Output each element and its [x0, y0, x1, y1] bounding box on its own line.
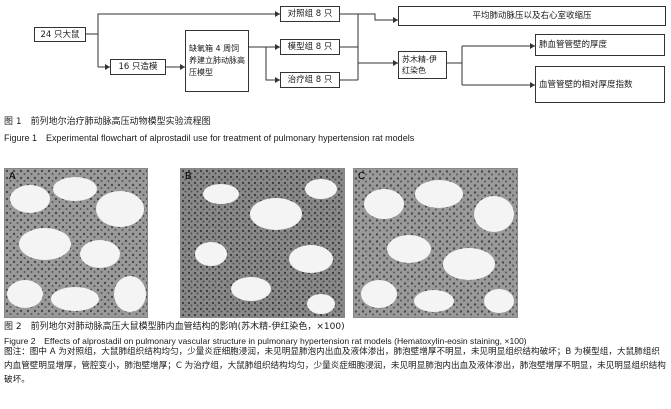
micrograph-a: A [4, 168, 148, 318]
figure2-caption-en: Figure 2 Effects of alprostadil on pulmo… [4, 336, 527, 346]
wall-thickness-box: 肺血管管壁的厚度 [535, 34, 665, 56]
figure1-caption-en: Figure 1 Experimental flowchart of alpro… [4, 133, 415, 143]
treatment-group-box: 治疗组 8 只 [280, 72, 340, 88]
model-induction-box: 16 只造模 [110, 59, 166, 75]
rats-box: 24 只大鼠 [34, 27, 86, 42]
flowchart-connectors [68, 11, 535, 88]
hypoxia-box: 缺氧箱 4 周饲养建立肺动脉高压模型 [185, 30, 249, 92]
he-stain-box: 苏木精-伊红染色 [398, 51, 447, 79]
flowchart: 24 只大鼠 16 只造模 缺氧箱 4 周饲养建立肺动脉高压模型 对照组 8 只… [0, 0, 671, 112]
figure2-caption-cn: 图 2 前列地尔对肺动脉高压大鼠模型肺内血管结构的影响(苏木精-伊红染色，×10… [4, 322, 345, 332]
figure2-note: 图注：图中 A 为对照组，大鼠肺组织结构均匀，少量炎症细胞浸润，未见明显肺泡内出… [4, 347, 666, 385]
panel-label-b: B [185, 171, 192, 182]
panel-label-a: A [9, 171, 16, 182]
micrograph-c: C [353, 168, 518, 318]
micrograph-a-image [5, 169, 147, 317]
micrograph-b: B [180, 168, 345, 318]
micrograph-c-image [354, 169, 517, 317]
control-group-box: 对照组 8 只 [280, 6, 340, 22]
micrograph-b-image [181, 169, 344, 317]
model-group-box: 模型组 8 只 [280, 39, 340, 55]
pressure-measure-box: 平均肺动脉压以及右心室收缩压 [398, 6, 666, 26]
panel-label-c: C [358, 171, 366, 182]
thickness-index-box: 血管管壁的相对厚度指数 [535, 66, 665, 103]
figure1-caption-cn: 图 1 前列地尔治疗肺动脉高压动物模型实验流程图 [4, 117, 211, 127]
